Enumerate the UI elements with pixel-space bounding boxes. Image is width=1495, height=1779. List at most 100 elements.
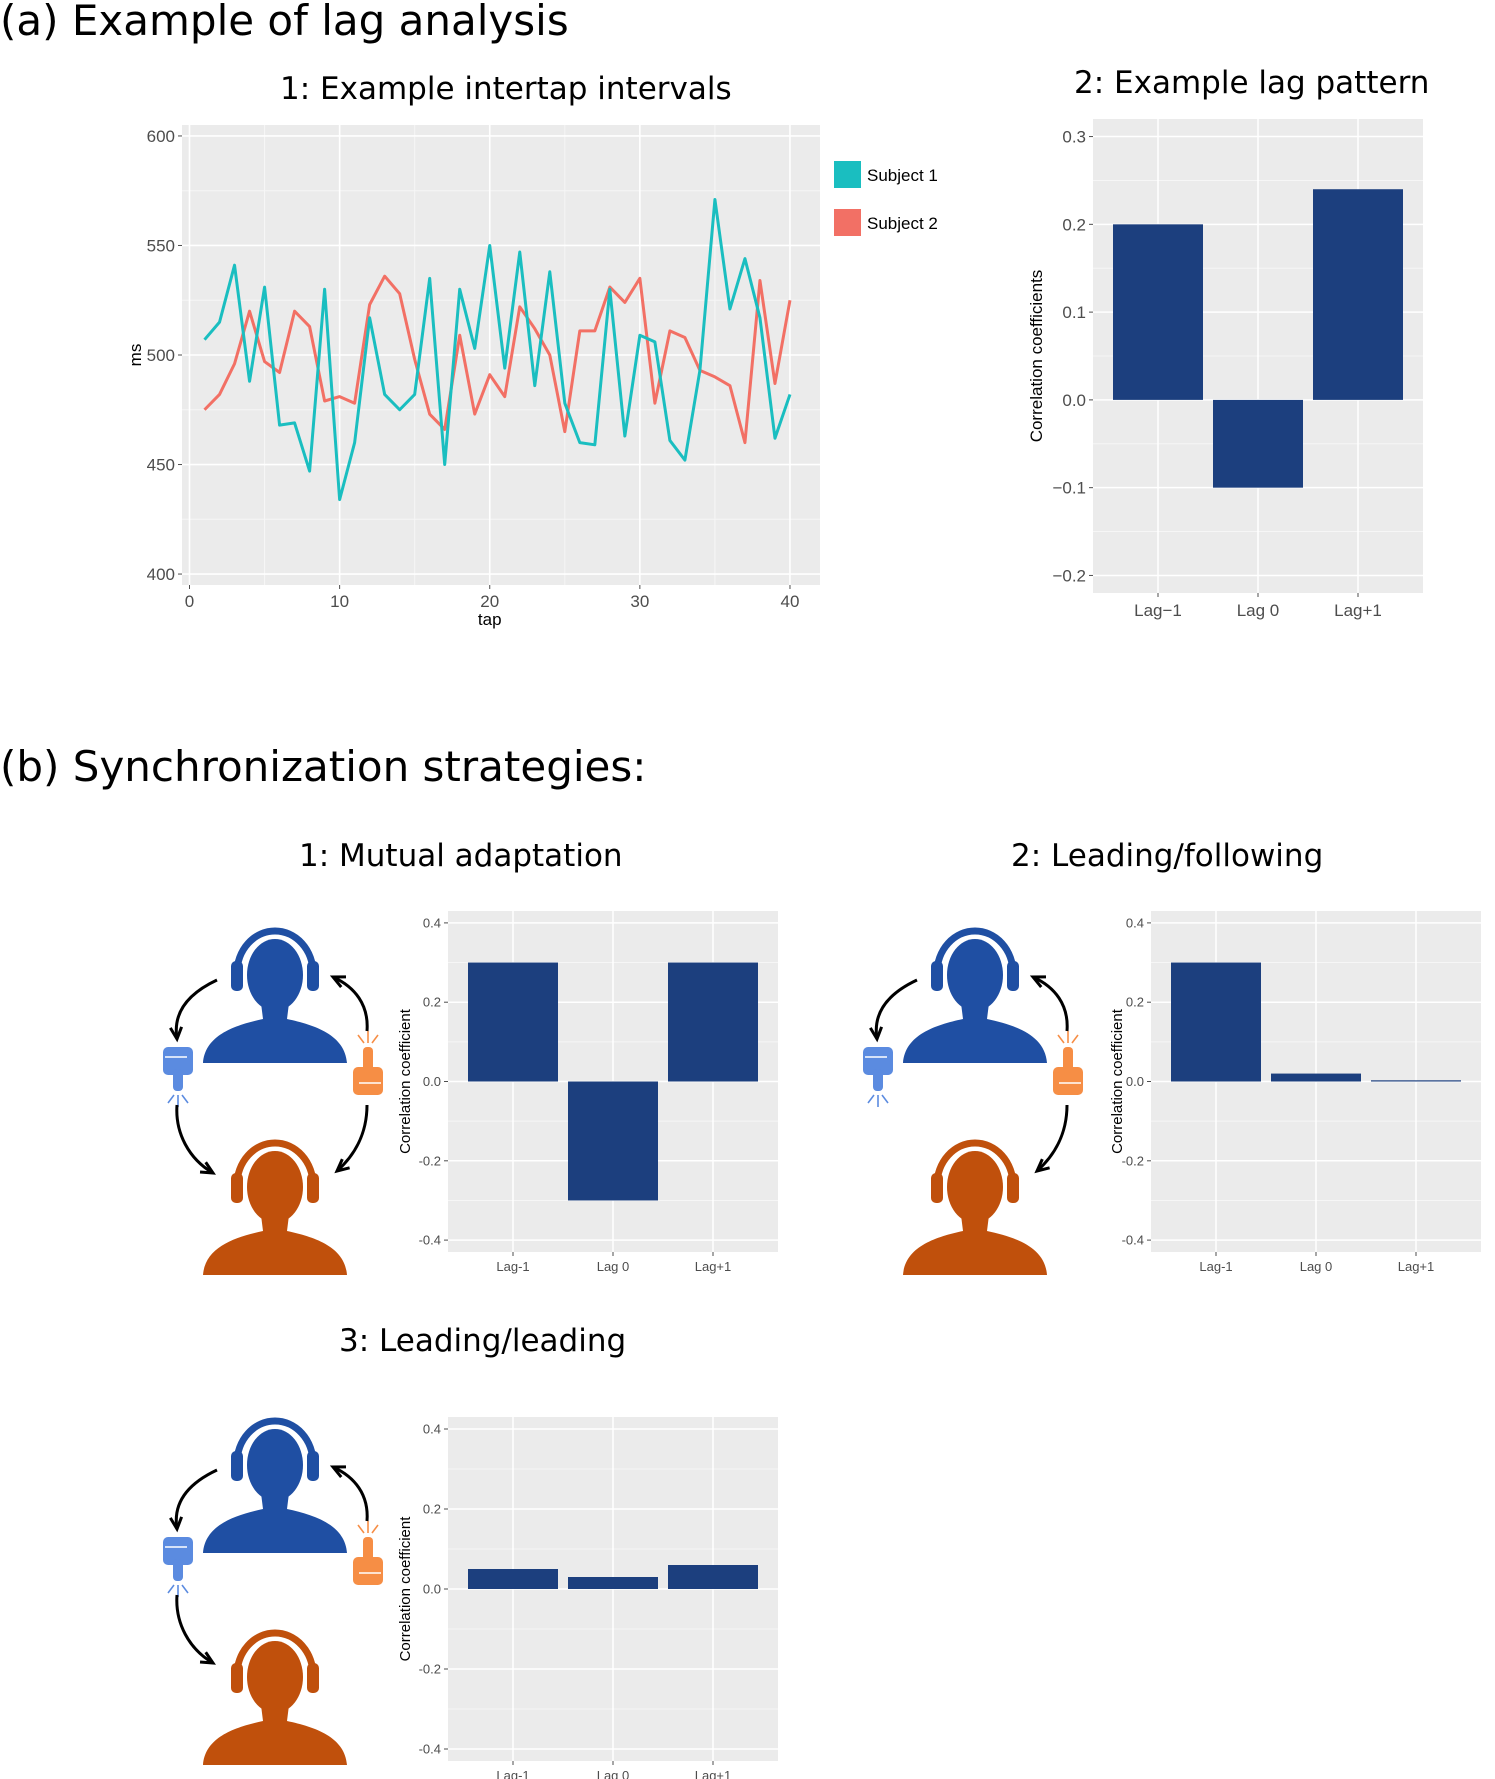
ear-cup [231, 1173, 243, 1203]
head [947, 1151, 1003, 1223]
palm [163, 1537, 193, 1565]
y-tick-label: -0.2 [1122, 1153, 1144, 1168]
y-tick-label: 0.0 [1126, 1074, 1144, 1089]
arrow-icon [174, 1468, 218, 1530]
hand-blue-icon [863, 1047, 893, 1107]
headphone-band [933, 1139, 1017, 1186]
legend-label: Subject 1 [867, 166, 938, 185]
palm [353, 1557, 383, 1585]
y-tick-label: -0.4 [419, 1742, 441, 1757]
arrowhead [334, 1158, 350, 1174]
headphone-band [933, 927, 1017, 974]
arrow-icon [175, 1104, 214, 1175]
arrowhead [869, 1026, 884, 1043]
bar-lag-1 [668, 1565, 758, 1589]
torso [903, 1215, 1047, 1275]
torso [203, 1493, 347, 1553]
x-tick-label: Lag 0 [597, 1768, 630, 1779]
mutual-adaptation-title: 1: Mutual adaptation [299, 838, 623, 874]
intertap-chart-title: 1: Example intertap intervals [280, 71, 732, 107]
x-tick-label: Lag+1 [695, 1768, 732, 1779]
tap-mark [867, 1094, 875, 1104]
legend-swatch [834, 209, 861, 236]
bar-lag-1 [468, 1569, 558, 1589]
person-orange-icon [903, 1139, 1047, 1275]
ear-cup [307, 961, 319, 991]
head [247, 1151, 303, 1223]
y-tick-label: −0.1 [1052, 479, 1086, 498]
leading-leading-illustration [163, 1417, 383, 1765]
hand-orange-icon [353, 1031, 383, 1095]
x-tick-label: Lag−1 [1134, 601, 1182, 620]
tap-mark [181, 1584, 189, 1594]
arrow-icon [174, 978, 218, 1040]
y-tick-label: 0.4 [1126, 915, 1144, 930]
finger [173, 1069, 183, 1091]
bar-lag-1 [468, 962, 558, 1082]
person-blue-icon [903, 927, 1047, 1063]
arrow-icon [332, 1465, 369, 1522]
hand-orange-icon [1053, 1031, 1083, 1095]
torso [203, 1003, 347, 1063]
palm [1053, 1067, 1083, 1095]
y-axis-title: Correlation coefficient [1109, 1008, 1126, 1154]
arrowhead [329, 1465, 347, 1479]
x-tick-label: Lag+1 [695, 1259, 732, 1274]
y-tick-label: -0.4 [1122, 1233, 1144, 1248]
head [247, 939, 303, 1011]
torso [203, 1705, 347, 1765]
tap-mark [1057, 1034, 1065, 1044]
arrow-icon [874, 978, 918, 1040]
legend-swatch [834, 161, 861, 188]
x-tick-label: Lag+1 [1398, 1259, 1435, 1274]
ear-cup [1007, 1173, 1019, 1203]
y-tick-label: -0.2 [419, 1662, 441, 1677]
y-tick-label: 0.2 [1126, 995, 1144, 1010]
arrowhead [169, 1516, 184, 1533]
y-tick-label: 0.2 [423, 1502, 441, 1517]
x-tick-label: 40 [781, 592, 800, 611]
x-tick-label: 0 [185, 592, 194, 611]
bar-lag-0 [1213, 399, 1303, 488]
arrow-icon [332, 975, 369, 1032]
finger [363, 1047, 373, 1073]
y-tick-label: 0.1 [1062, 303, 1086, 322]
y-tick-label: 400 [147, 565, 175, 584]
y-axis-title: Correlation coefficient [397, 1516, 414, 1662]
tap-mark [371, 1524, 379, 1534]
y-tick-label: 0.2 [1062, 215, 1086, 234]
arrow-icon [175, 1594, 214, 1665]
subject-2-line [203, 274, 792, 445]
ear-cup [231, 961, 243, 991]
palm [163, 1047, 193, 1075]
y-tick-label: 0.2 [423, 995, 441, 1010]
headphone-band [233, 927, 317, 974]
torso [203, 1215, 347, 1275]
lag-pattern-chart-title: 2: Example lag pattern [1074, 65, 1430, 101]
torso [903, 1003, 1047, 1063]
x-tick-label: Lag-1 [496, 1768, 529, 1779]
hand-blue-icon [163, 1047, 193, 1107]
ear-cup [307, 1663, 319, 1693]
leading-following-title: 2: Leading/following [1011, 838, 1324, 874]
arrowhead [329, 975, 347, 989]
bar-lag-0 [568, 1577, 658, 1589]
section-a-title: (a) Example of lag analysis [0, 0, 569, 45]
person-blue-icon [203, 1417, 347, 1553]
y-tick-label: 0.3 [1062, 128, 1086, 147]
arrowhead [199, 1161, 216, 1175]
tap-mark [1071, 1034, 1079, 1044]
ear-cup [231, 1451, 243, 1481]
hand-orange-icon [353, 1521, 383, 1585]
y-tick-label: 0.4 [423, 915, 441, 930]
y-axis-title: Correlation coefficients [1027, 270, 1046, 443]
ear-cup [307, 1173, 319, 1203]
leading-leading-title: 3: Leading/leading [339, 1323, 627, 1359]
palm [353, 1067, 383, 1095]
x-tick-label: Lag-1 [1199, 1259, 1232, 1274]
section-b-title: (b) Synchronization strategies: [0, 742, 647, 791]
x-tick-label: 20 [480, 592, 499, 611]
leading-following-illustration [863, 927, 1083, 1275]
